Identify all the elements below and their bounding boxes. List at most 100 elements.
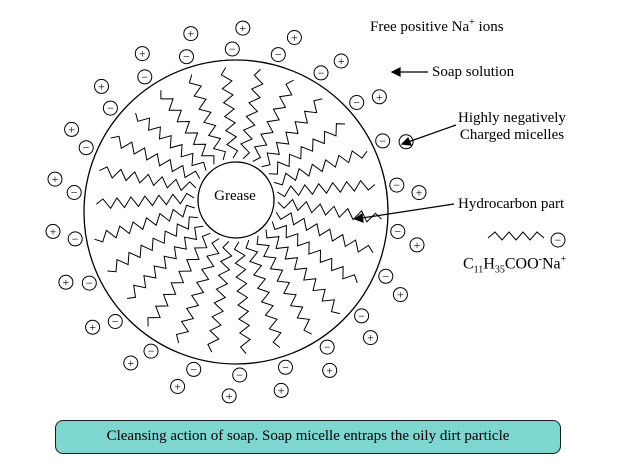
svg-text:+: + xyxy=(98,79,105,93)
caption-box: Cleansing action of soap. Soap micelle e… xyxy=(55,420,561,454)
svg-text:+: + xyxy=(416,186,423,200)
negative-ion: − xyxy=(319,339,335,355)
svg-text:−: − xyxy=(353,96,360,110)
hydrocarbon-chain xyxy=(160,90,215,165)
svg-text:−: − xyxy=(379,134,386,148)
hydrocarbon-chains xyxy=(94,67,382,355)
svg-text:−: − xyxy=(141,70,148,84)
micelle-label: Highly negatively Charged micelles xyxy=(458,110,566,144)
micelle-label-line2: Charged micelles xyxy=(459,127,565,143)
svg-text:−: − xyxy=(275,48,282,62)
svg-text:+: + xyxy=(174,380,181,394)
hydrocarbon-chain xyxy=(256,235,312,335)
svg-text:+: + xyxy=(68,122,75,136)
svg-text:+: + xyxy=(278,383,285,397)
svg-text:−: − xyxy=(107,101,114,115)
svg-text:−: − xyxy=(358,309,365,323)
negative-ion: − xyxy=(270,47,286,63)
sodium-ion: + xyxy=(392,287,408,303)
svg-text:+: + xyxy=(52,172,59,186)
sodium-ion: + xyxy=(183,26,199,42)
svg-text:+: + xyxy=(291,31,298,45)
grease-label: Grease xyxy=(214,188,256,204)
soap-formula: C11H35COO-Na+ xyxy=(463,254,567,276)
svg-text:−: − xyxy=(324,340,331,354)
svg-text:+: + xyxy=(139,47,146,61)
svg-text:+: + xyxy=(127,356,134,370)
hydrocarbon-arrowhead xyxy=(353,212,364,223)
negative-ion: − xyxy=(390,224,406,239)
sodium-ion: + xyxy=(411,185,427,201)
hydrocarbon-chain xyxy=(261,98,323,168)
svg-text:+: + xyxy=(376,90,383,104)
svg-text:−: − xyxy=(148,344,155,358)
soap-solution-arrowhead xyxy=(390,67,401,77)
hydrocarbon-chain xyxy=(99,166,197,192)
negative-ion: − xyxy=(313,65,329,81)
sodium-ion: + xyxy=(47,171,63,187)
soap-solution-label: Soap solution xyxy=(432,64,515,80)
hydrocarbon-chain xyxy=(271,221,358,284)
svg-text:+: + xyxy=(63,275,70,289)
sodium-ion: + xyxy=(221,388,237,404)
sodium-ion: + xyxy=(322,362,338,378)
svg-text:−: − xyxy=(318,66,325,80)
svg-text:−: − xyxy=(382,269,389,283)
sodium-ion: + xyxy=(94,78,109,94)
negative-ion: − xyxy=(278,359,293,375)
negative-ion: − xyxy=(66,185,82,200)
svg-text:−: − xyxy=(86,276,93,290)
negative-ion: − xyxy=(354,308,370,324)
micelle-boundary xyxy=(83,59,389,365)
sodium-ion: + xyxy=(333,53,349,69)
negative-ion: − xyxy=(78,140,94,156)
micelle-arrowhead xyxy=(400,136,412,146)
svg-text:−: − xyxy=(394,225,401,239)
hydrocarbon-chain xyxy=(147,232,211,327)
svg-text:−: − xyxy=(183,50,190,64)
svg-text:−: − xyxy=(190,362,197,376)
svg-text:+: + xyxy=(338,54,345,68)
negative-ion: − xyxy=(143,343,159,359)
hydrocarbon-chain xyxy=(233,241,252,355)
negative-ion: − xyxy=(137,69,153,85)
hydrocarbon-chain xyxy=(126,225,204,299)
svg-text:−: − xyxy=(112,315,119,329)
hydrocarbon-chain xyxy=(277,198,382,223)
negative-ion: − xyxy=(102,100,118,116)
svg-text:+: + xyxy=(226,389,233,403)
hydrocarbon-chain xyxy=(107,216,198,273)
legend-head: − xyxy=(550,232,566,248)
hydrocarbon-chain xyxy=(240,68,264,159)
negative-ion: − xyxy=(224,41,240,57)
svg-text:+: + xyxy=(89,320,96,334)
svg-text:−: − xyxy=(393,178,400,192)
negative-ion: − xyxy=(378,268,394,284)
hydrocarbon-chain xyxy=(110,135,201,179)
svg-text:−: − xyxy=(72,232,79,246)
hydrocarbon-chain xyxy=(94,204,195,243)
sodium-ion: + xyxy=(286,30,302,45)
sodium-ion: + xyxy=(371,89,387,105)
free-ions-label: Free positive Na+ ions xyxy=(370,17,504,35)
sodium-ion: + xyxy=(85,319,101,335)
negative-ion: − xyxy=(107,314,123,329)
hydrocarbon-label: Hydrocarbon part xyxy=(458,196,565,212)
legend-tail xyxy=(487,231,545,241)
svg-text:+: + xyxy=(397,288,404,302)
hydrocarbon-chain xyxy=(273,150,368,186)
svg-text:−: − xyxy=(282,360,289,374)
sodium-ion: + xyxy=(170,379,186,394)
negative-ion: − xyxy=(349,95,365,110)
ion-ring: −+−+−+−+−+−+−+−+−+−+−+−+−+−+−+−+−+−+−+−+… xyxy=(45,20,427,404)
sodium-ion: + xyxy=(58,274,74,290)
sodium-ion: + xyxy=(363,330,378,346)
svg-text:+: + xyxy=(367,331,374,345)
hydrocarbon-chain xyxy=(268,123,346,175)
negative-ion: − xyxy=(67,231,83,247)
hydrocarbon-arrow xyxy=(361,203,455,219)
micelle-arrow xyxy=(407,124,457,143)
sodium-ion: + xyxy=(45,223,61,239)
hydrocarbon-chain xyxy=(276,179,376,198)
